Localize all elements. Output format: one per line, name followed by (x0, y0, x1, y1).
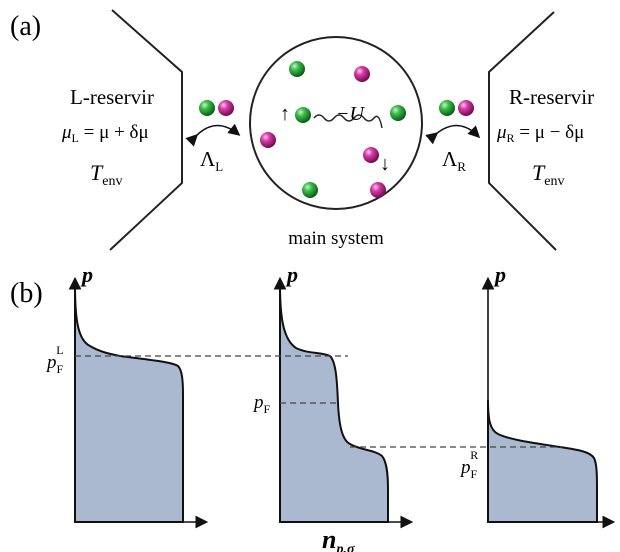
magenta-particle (260, 132, 276, 148)
panel-a-label: (a) (10, 11, 41, 42)
magenta-particle (370, 182, 386, 198)
main-system-label: main system (288, 228, 384, 249)
center-fermi-label: pF (252, 392, 271, 416)
panel-b: (b) p pFL p pF np,σ p pFR (10, 262, 616, 552)
magenta-particle (354, 66, 370, 82)
right-p-axis-label: p (493, 262, 506, 287)
right-reservoir-outline (488, 11, 557, 251)
left-reservoir-title: L-reservir (70, 85, 154, 109)
right-reservoir-temperature: Tenv (532, 160, 564, 189)
magenta-particle (363, 147, 379, 163)
left-fermi-label: pFL (45, 343, 64, 376)
green-particle (295, 107, 311, 123)
left-reservoir-outline (109, 9, 183, 251)
green-particle (289, 61, 305, 77)
left-reservoir-temperature: Tenv (90, 160, 122, 189)
right-reservoir-title: R-reservir (509, 85, 594, 109)
magenta-particle (218, 100, 234, 116)
left-p-axis-label: p (80, 262, 93, 287)
center-p-axis-label: p (285, 262, 298, 287)
left-reservoir-mu: μL = μ + δμ (61, 122, 149, 145)
panel-a: (a) L-reservir μL = μ + δμ Tenv R-reserv… (10, 9, 594, 251)
left-rate-label: ΛL (200, 147, 223, 174)
green-particle (302, 182, 318, 198)
magenta-particle (458, 100, 474, 116)
right-fermi-label: pFR (459, 448, 478, 481)
right-rate-label: ΛR (442, 147, 466, 174)
interaction-wavy-line (313, 114, 383, 129)
green-particle (439, 100, 455, 116)
green-particle (390, 105, 406, 121)
right-exchange-arrow (425, 124, 481, 145)
main-system-circle (249, 36, 423, 210)
left-distribution-fill (74, 284, 184, 523)
green-particle (199, 100, 215, 116)
spin-up-arrow: ↑ (280, 103, 290, 125)
right-reservoir-mu: μR = μ − δμ (496, 122, 584, 145)
left-exchange-arrow (185, 123, 241, 147)
spin-down-arrow: ↓ (380, 153, 390, 175)
right-distribution-fill (487, 399, 598, 523)
panel-b-label: (b) (10, 278, 43, 309)
interaction-label: −U (336, 103, 365, 125)
x-axis-label: np,σ (322, 525, 355, 552)
